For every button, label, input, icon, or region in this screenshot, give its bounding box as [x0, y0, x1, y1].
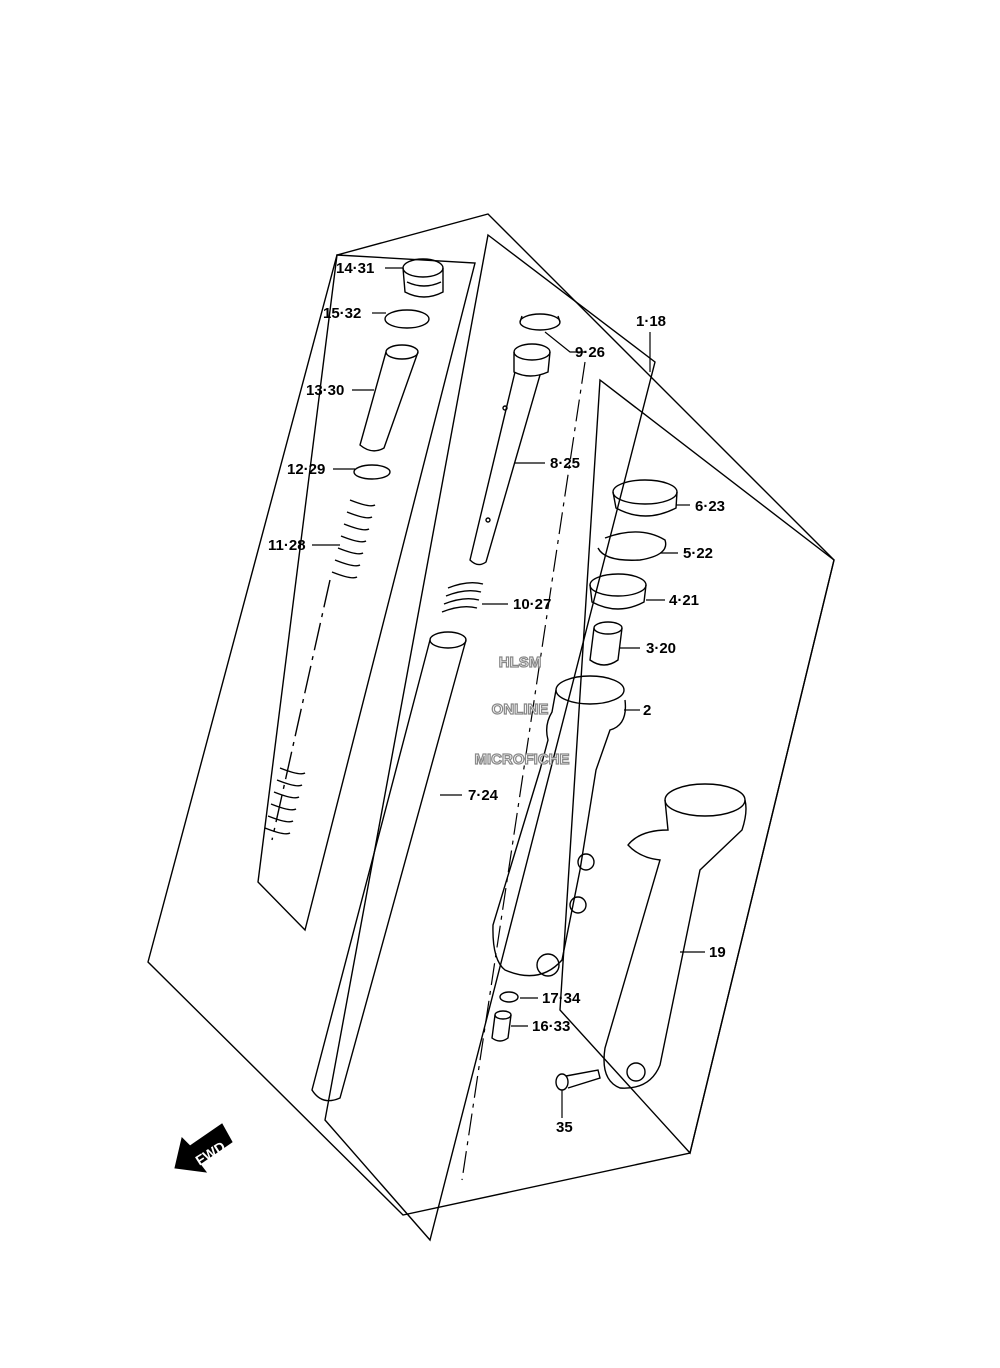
o-ring-part	[384, 309, 430, 329]
fork-spring-part	[264, 499, 376, 841]
callout-15[interactable]: 15·32	[323, 305, 361, 322]
leader-lines	[312, 267, 705, 1181]
callout-6[interactable]: 6·23	[695, 498, 725, 515]
assembly-outline-inner	[324, 233, 656, 1242]
callout-16[interactable]: 16·33	[532, 1018, 570, 1035]
snap-ring-part	[597, 531, 667, 561]
axle-pinch-bolt-part	[555, 1069, 601, 1091]
inner-tube-part	[311, 631, 467, 1102]
callout-35[interactable]: 35	[556, 1119, 573, 1136]
watermark-line1: HLSM	[499, 654, 542, 671]
callout-17[interactable]: 17·34	[542, 990, 581, 1007]
damper-rod-part	[469, 343, 551, 566]
spring-group-box	[257, 254, 476, 932]
fwd-arrow-icon	[174, 1123, 233, 1173]
callout-7[interactable]: 7·24	[468, 787, 499, 804]
callout-5[interactable]: 5·22	[683, 545, 713, 562]
bushing-part	[589, 621, 623, 666]
fwd-arrow: FWD	[174, 1123, 233, 1173]
callout-1[interactable]: 1·18	[636, 313, 666, 330]
dust-seal-part	[612, 479, 678, 517]
callout-19[interactable]: 19	[709, 944, 726, 961]
callout-9[interactable]: 9·26	[575, 344, 605, 361]
callout-3[interactable]: 3·20	[646, 640, 676, 657]
callout-13[interactable]: 13·30	[306, 382, 344, 399]
gasket-part	[499, 991, 519, 1003]
washer-part	[353, 464, 391, 480]
watermark: HLSM ONLINE MICROFICHE	[474, 653, 570, 768]
callout-2[interactable]: 2	[643, 702, 651, 719]
spacer-tube-part	[359, 344, 419, 452]
watermark-line2: ONLINE	[492, 701, 549, 718]
drain-bolt-part	[491, 1010, 512, 1042]
outer-tube-left-part	[492, 675, 627, 977]
callout-11[interactable]: 11·28	[268, 537, 306, 554]
outer-tube-right-part	[603, 783, 747, 1089]
callout-14[interactable]: 14·31	[336, 260, 374, 277]
callout-4[interactable]: 4·21	[669, 592, 699, 609]
oil-seal-part	[589, 573, 647, 610]
cap-bolt-part	[402, 258, 444, 298]
callout-labels: 14·31 15·32 13·30 12·29 11·28 9·26 1·18 …	[268, 260, 726, 1136]
piston-ring-part	[519, 313, 561, 331]
rebound-spring-part	[441, 581, 484, 613]
damper-group-box	[559, 378, 835, 1155]
callout-10[interactable]: 10·27	[513, 596, 551, 613]
watermark-line3: MICROFICHE	[475, 751, 570, 768]
callout-12[interactable]: 12·29	[287, 461, 325, 478]
callout-8[interactable]: 8·25	[550, 455, 580, 472]
